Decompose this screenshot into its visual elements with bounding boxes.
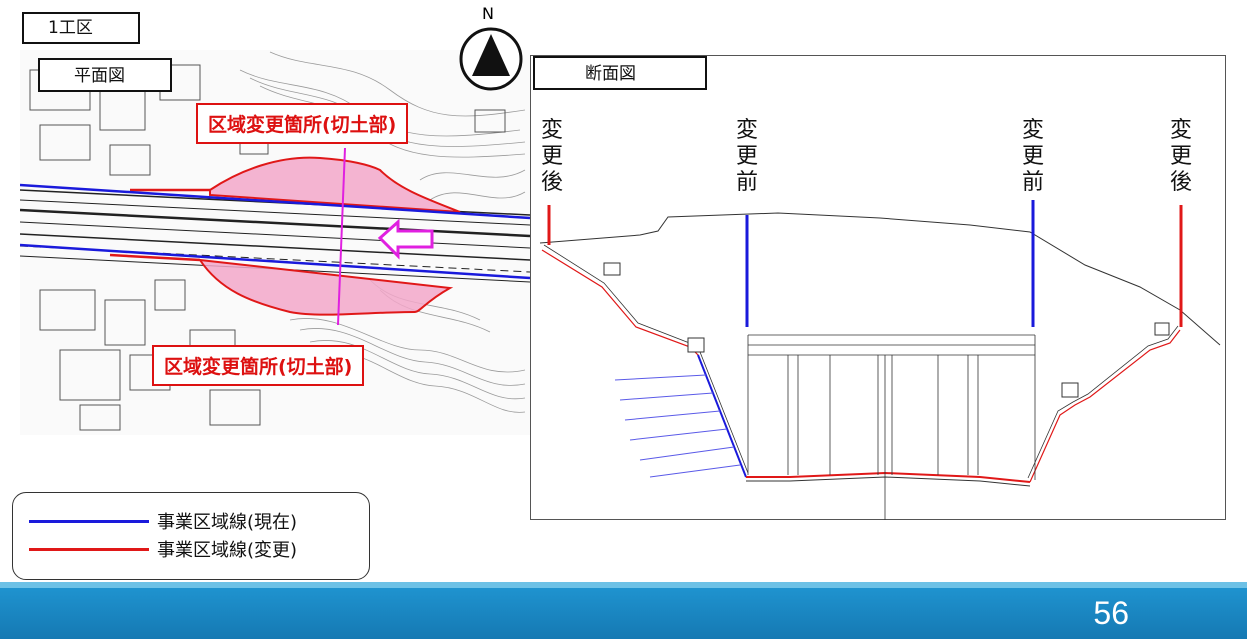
right-cut-slope [1029,329,1181,483]
current-boundary-north [20,183,530,220]
label-right-before: 変更前 [1021,118,1044,195]
changed-boundary-south [109,253,201,262]
change-area-label-north: 区域変更箇所(切土部) [196,103,409,144]
ground-line [539,212,1221,346]
current-boundary-south [20,243,530,280]
section-view-label: 断面図 [533,56,707,90]
page-number: 56 [1093,595,1129,631]
section-number-label: 1工区 [22,12,140,44]
north-arrow-icon [459,27,523,91]
left-cut-slope [541,249,747,478]
legend: 事業区域線(現在) 事業区域線(変更) [12,492,370,580]
change-area-label-south: 区域変更箇所(切土部) [152,345,365,386]
label-left-after: 変更後 [540,118,563,195]
label-left-before: 変更前 [735,118,758,195]
legend-line-changed [29,547,149,551]
north-label: N [482,4,494,23]
legend-item-current: 事業区域線(現在) [29,509,297,533]
legend-label-current: 事業区域線(現在) [157,512,298,533]
plan-view-label: 平面図 [38,58,172,92]
legend-item-changed: 事業区域線(変更) [29,537,297,561]
legend-line-current [29,519,149,523]
footer-accent [0,582,1247,588]
section-line [337,147,346,326]
cut-area-north [209,156,461,213]
section-view-drawing [539,200,1221,520]
legend-label-changed: 事業区域線(変更) [157,540,298,561]
direction-arrow-icon [377,218,434,260]
label-right-after: 変更後 [1169,118,1192,195]
footer-bar [0,588,1247,639]
cut-area-south [197,258,454,316]
